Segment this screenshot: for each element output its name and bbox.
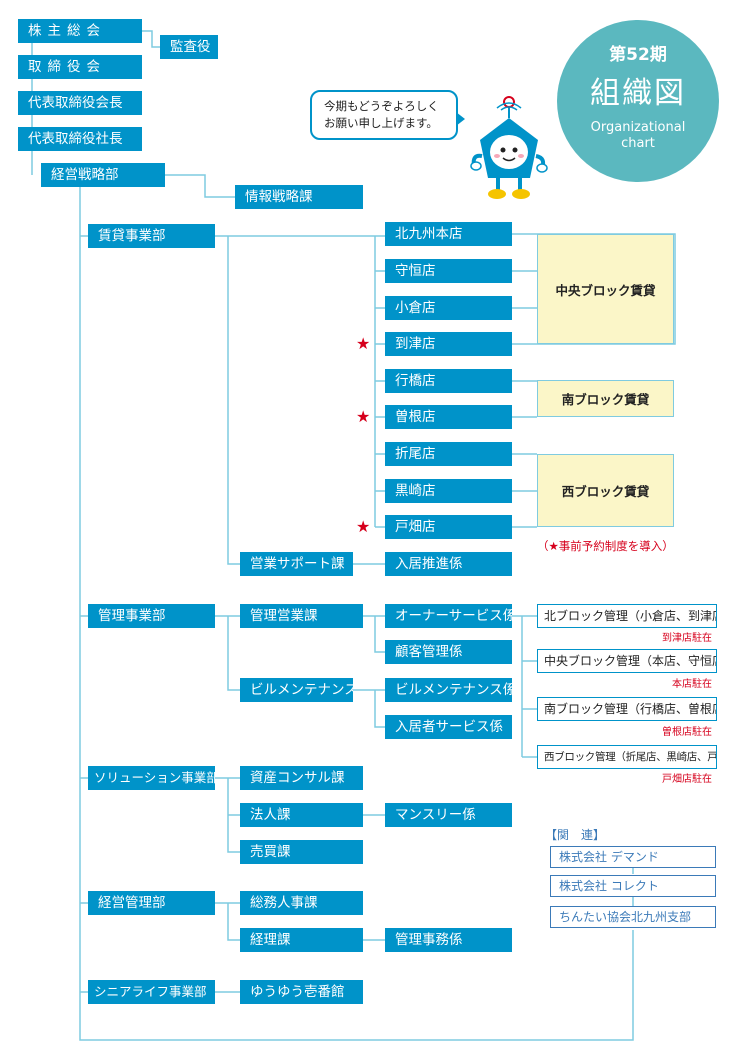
term-number: 第52期 — [609, 45, 667, 65]
reservation-star-icon: ★ — [356, 407, 371, 426]
senior-life-dept-box: シニアライフ事業部 — [88, 980, 215, 1004]
related-title: 【関 連】 — [545, 828, 606, 842]
building-maintenance-team-box: ビルメンテナンス係 — [385, 678, 512, 702]
chart-title-english: Organizational chart — [557, 120, 719, 152]
south-block-rental-box: 南ブロック賃貸 — [537, 380, 674, 417]
term-badge: 第52期 組織図 Organizational chart — [557, 20, 719, 182]
related-company-collect: 株式会社 コレクト — [550, 875, 716, 897]
asset-consulting-section-box: 資産コンサル課 — [240, 766, 363, 790]
reservation-note: （★事前予約制度を導入） — [537, 539, 674, 553]
west-block-rental-box: 西ブロック賃貸 — [537, 454, 674, 527]
central-block-management-box: 中央ブロック管理（本店、守恒店） — [537, 649, 717, 673]
customer-management-team-box: 顧客管理係 — [385, 640, 512, 664]
monthly-team-box: マンスリー係 — [385, 803, 512, 827]
speech-tail — [456, 112, 465, 126]
reservation-star-icon: ★ — [356, 517, 371, 536]
management-dept-box: 管理事業部 — [88, 604, 215, 628]
store-tobata: 戸畑店 — [385, 515, 512, 539]
store-yukuhashi: 行橋店 — [385, 369, 512, 393]
greeting-speech-bubble: 今期もどうぞよろしく お願い申し上げます。 — [310, 90, 465, 140]
building-maintenance-section-box: ビルメンテナンス課 — [240, 678, 353, 702]
chart-title-english-line2: chart — [621, 136, 655, 151]
solution-dept-box: ソリューション事業部 — [88, 766, 215, 790]
sales-support-section-box: 営業サポート課 — [240, 552, 353, 576]
south-block-management-box: 南ブロック管理（行橋店、曽根店） — [537, 697, 717, 721]
rental-dept-box: 賃貸事業部 — [88, 224, 215, 248]
yuyu-ichibankan-box: ゆうゆう壱番館 — [240, 980, 363, 1004]
north-block-management-box: 北ブロック管理（小倉店、到津店） — [537, 604, 717, 628]
owner-service-team-box: オーナーサービス係 — [385, 604, 512, 628]
mascot-icon — [470, 96, 548, 199]
store-kurosaki: 黒崎店 — [385, 479, 512, 503]
store-kitakyushu-honten: 北九州本店 — [385, 222, 512, 246]
greeting-line1: 今期もどうぞよろしく — [324, 99, 439, 113]
related-chintai-association: ちんたい協会北九州支部 — [550, 906, 716, 928]
west-block-management-box: 西ブロック管理（折尾店、黒崎店、戸畑店） — [537, 745, 717, 769]
shareholders-meeting-box: 株主総会 — [18, 19, 142, 43]
store-sone: 曽根店 — [385, 405, 512, 429]
chart-title: 組織図 — [590, 76, 686, 111]
store-kokura: 小倉店 — [385, 296, 512, 320]
south-block-resident: 曽根店駐在 — [662, 727, 712, 738]
tenant-service-team-box: 入居者サービス係 — [385, 715, 512, 739]
north-block-resident: 到津店駐在 — [662, 633, 712, 644]
strategy-dept-box: 経営戦略部 — [41, 163, 165, 187]
management-sales-section-box: 管理営業課 — [240, 604, 363, 628]
west-block-resident: 戸畑店駐在 — [662, 774, 712, 785]
related-company-demand: 株式会社 デマンド — [550, 846, 716, 868]
info-strategy-section-box: 情報戦略課 — [235, 185, 363, 209]
corporate-section-box: 法人課 — [240, 803, 363, 827]
general-affairs-hr-section-box: 総務人事課 — [240, 891, 363, 915]
store-orio: 折尾店 — [385, 442, 512, 466]
chairman-box: 代表取締役会長 — [18, 91, 142, 115]
move-in-promotion-team-box: 入居推進係 — [385, 552, 512, 576]
chart-title-english-line1: Organizational — [590, 120, 686, 135]
central-block-rental-box: 中央ブロック賃貸 — [537, 234, 674, 344]
store-morotsune: 守恒店 — [385, 259, 512, 283]
president-box: 代表取締役社長 — [18, 127, 142, 151]
management-office-team-box: 管理事務係 — [385, 928, 512, 952]
reservation-star-icon: ★ — [356, 334, 371, 353]
store-itozu: 到津店 — [385, 332, 512, 356]
central-block-resident: 本店駐在 — [672, 679, 712, 690]
trading-section-box: 売買課 — [240, 840, 363, 864]
auditor-box: 監査役 — [160, 35, 218, 59]
business-admin-dept-box: 経営管理部 — [88, 891, 215, 915]
board-of-directors-box: 取締役会 — [18, 55, 142, 79]
accounting-section-box: 経理課 — [240, 928, 363, 952]
greeting-line2: お願い申し上げます。 — [324, 116, 438, 130]
